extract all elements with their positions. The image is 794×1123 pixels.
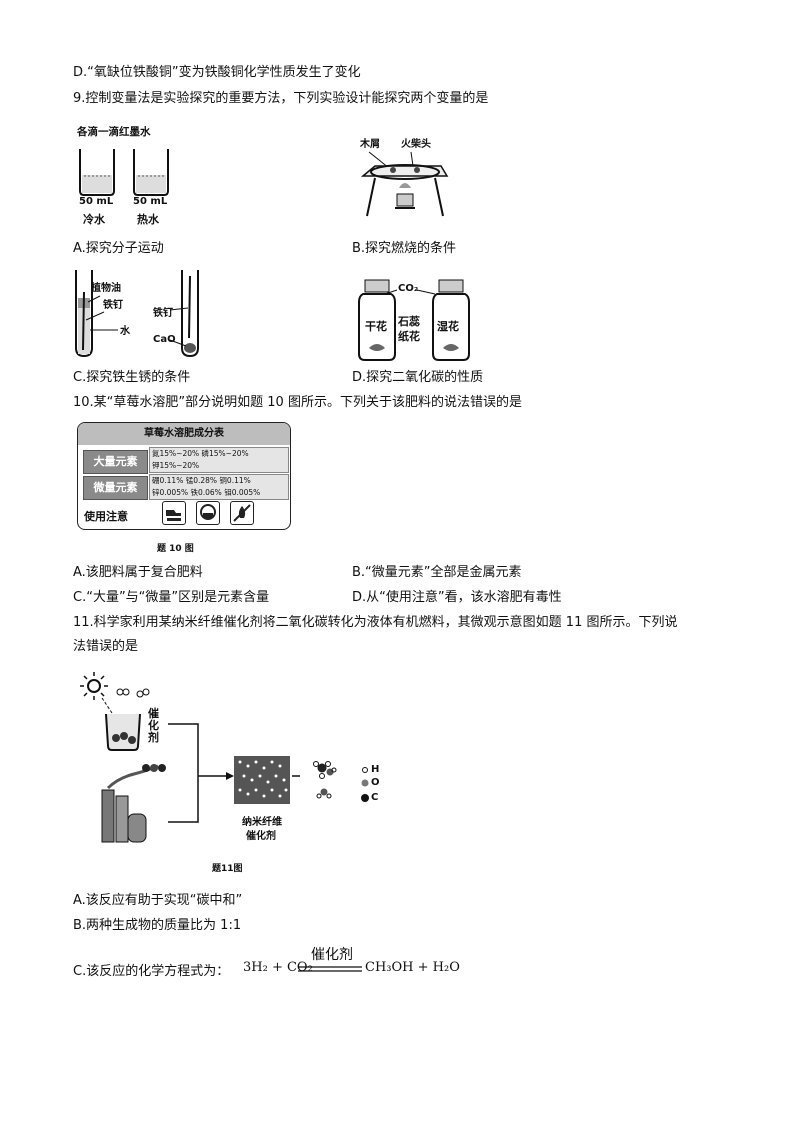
q9-option-c: C.探究铁生锈的条件	[73, 370, 191, 385]
fig9b-burning-setup	[360, 151, 449, 217]
legend-oxygen: O	[371, 777, 380, 788]
micro-elements-label: 微量元素	[83, 476, 148, 500]
fig11-diagram	[80, 672, 369, 843]
fig9b-match-label: 火柴头	[401, 139, 431, 150]
fig9d-litmus-label-1: 石蕊	[398, 315, 420, 328]
q8-option-d: D.“氧缺位铁酸铜”变为铁酸铜化学性质发生了变化	[73, 65, 361, 80]
q9-option-b: B.探究燃烧的条件	[352, 241, 457, 256]
fig9d-bottles	[358, 279, 470, 361]
macro-elements-label: 大量元素	[83, 450, 148, 474]
q11-figure-caption: 题11图	[212, 864, 243, 874]
fertilizer-table-title: 草莓水溶肥成分表	[78, 423, 290, 445]
q11-option-c-prefix: C.该反应的化学方程式为：	[73, 964, 230, 979]
q10-figure-caption: 题 10 图	[157, 544, 194, 554]
q10-option-c: C.“大量”与“微量”区别是元素含量	[73, 590, 270, 605]
fig11-catalyst-char-2: 化	[148, 719, 159, 732]
fig9a-title: 各滴一滴红墨水	[77, 126, 151, 138]
equation-products: CH₃OH + H₂O	[365, 960, 460, 975]
face-mask-icon	[196, 501, 220, 525]
fig9c-nail1-label: 铁钉	[103, 300, 123, 311]
fig9d-dry-label: 干花	[365, 320, 387, 333]
micro-line-1: 硼0.11% 锰0.28% 铜0.11%	[152, 476, 251, 485]
fig11-nano-label-2: 催化剂	[246, 831, 276, 842]
no-fire-icon	[230, 501, 254, 525]
q9-option-a: A.探究分子运动	[73, 241, 164, 256]
macro-line-1: 氮15%~20% 磷15%~20%	[152, 449, 249, 458]
macro-elements-values: 氮15%~20% 磷15%~20% 钾15%~20%	[149, 447, 289, 473]
usage-notice-label: 使用注意	[84, 510, 128, 523]
fig11-catalyst-char-3: 剂	[148, 731, 159, 744]
fig11-catalyst-char-1: 催	[148, 707, 159, 720]
q11-stem-line-2: 法错误的是	[73, 639, 139, 654]
q11-option-a: A.该反应有助于实现“碳中和”	[73, 893, 243, 908]
fig9a-beakers	[79, 149, 169, 196]
fig9d-litmus-label-2: 纸花	[398, 330, 420, 343]
fig9d-wet-label: 湿花	[437, 320, 459, 333]
legend-hydrogen: H	[371, 764, 380, 775]
q11-option-b: B.两种生成物的质量比为 1:1	[73, 918, 242, 933]
fig9a-cold-label: 冷水	[83, 213, 105, 226]
q10-option-d: D.从“使用注意”看，该水溶肥有毒性	[352, 590, 562, 605]
q9-stem: 9.控制变量法是实验探究的重要方法，下列实验设计能探究两个变量的是	[73, 91, 489, 106]
fig9d-co2-label: CO₂	[398, 283, 419, 294]
legend-carbon: C	[371, 792, 379, 803]
equation-catalyst-condition: 催化剂	[311, 947, 353, 963]
q9-option-d: D.探究二氧化碳的性质	[352, 370, 484, 385]
fig9c-water-label: 水	[120, 326, 130, 337]
micro-line-2: 锌0.005% 铁0.06% 钼0.005%	[152, 488, 261, 497]
fertilizer-table: 草莓水溶肥成分表 大量元素 氮15%~20% 磷15%~20% 钾15%~20%…	[77, 422, 291, 530]
fig9a-vol-cold: 50 mL	[79, 196, 114, 207]
fig9c-oil-label: 植物油	[91, 283, 121, 294]
equation-reactants: 3H₂ + CO₂	[243, 960, 313, 975]
fig9c-nail2-label: 铁钉	[153, 308, 173, 319]
fig9b-wood-label: 木屑	[360, 139, 380, 150]
q10-stem: 10.某“草莓水溶肥”部分说明如题 10 图所示。下列关于该肥料的说法错误的是	[73, 395, 522, 410]
fig9a-vol-hot: 50 mL	[133, 196, 168, 207]
equation-equals-sign	[298, 966, 362, 972]
fig9c-test-tubes	[75, 270, 199, 358]
q10-option-a: A.该肥料属于复合肥料	[73, 565, 203, 580]
q10-option-b: B.“微量元素”全部是金属元素	[352, 565, 522, 580]
micro-elements-values: 硼0.11% 锰0.28% 铜0.11% 锌0.005% 铁0.06% 钼0.0…	[149, 474, 289, 500]
fig9a-hot-label: 热水	[137, 213, 159, 226]
fig11-nano-label-1: 纳米纤维	[242, 817, 282, 828]
q11-stem-line-1: 11.科学家利用某纳米纤维催化剂将二氧化碳转化为液体有机燃料，其微观示意图如题 …	[73, 615, 678, 630]
hand-corrosive-icon	[162, 501, 186, 525]
macro-line-2: 钾15%~20%	[152, 461, 200, 470]
fig9c-cao-label: CaO	[153, 334, 176, 345]
